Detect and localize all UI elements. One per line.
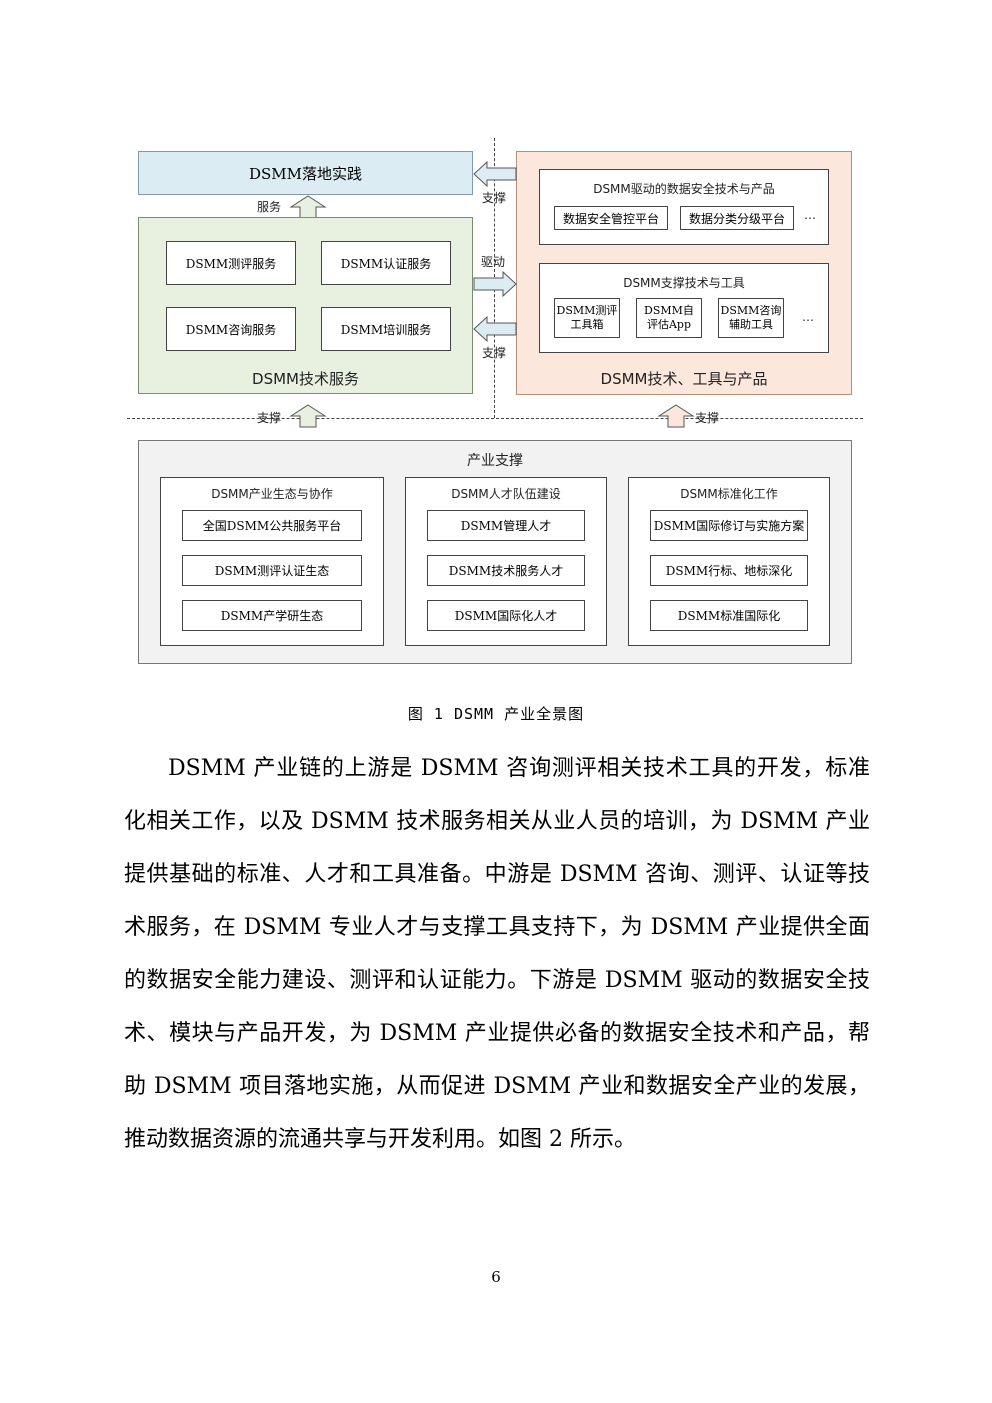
industry-column: DSMM产业生态与协作 全国DSMM公共服务平台 DSMM测评认证生态 DSMM… <box>160 477 384 646</box>
product-item: 数据安全管控平台 <box>554 206 668 230</box>
more-ellipsis: … <box>804 208 816 222</box>
left-arrow-icon <box>473 316 517 342</box>
column-item: DSMM测评认证生态 <box>182 555 362 586</box>
tool-item: DSMM咨询 辅助工具 <box>718 298 784 338</box>
support-label: 支撑 <box>482 191 507 205</box>
service-item: DSMM认证服务 <box>321 241 451 285</box>
tech-services-title: DSMM技术服务 <box>252 370 359 388</box>
service-item: DSMM测评服务 <box>166 241 296 285</box>
support-label: 支撑 <box>257 411 282 425</box>
industry-column: DSMM人才队伍建设 DSMM管理人才 DSMM技术服务人才 DSMM国际化人才 <box>405 477 607 646</box>
industry-title: 产业支撑 <box>467 453 523 469</box>
driven-products-title: DSMM驱动的数据安全技术与产品 <box>593 182 775 196</box>
practice-box: DSMM落地实践 <box>138 151 473 195</box>
drive-label: 驱动 <box>481 255 506 269</box>
column-title: DSMM标准化工作 <box>680 487 778 501</box>
tech-tools-title: DSMM技术、工具与产品 <box>600 370 768 388</box>
support-label: 支撑 <box>482 346 507 360</box>
column-item: DSMM产学研生态 <box>182 600 362 631</box>
driven-products-box: DSMM驱动的数据安全技术与产品 数据安全管控平台 数据分类分级平台 … <box>539 169 829 245</box>
column-item: DSMM技术服务人才 <box>427 555 585 586</box>
product-item: 数据分类分级平台 <box>680 206 794 230</box>
column-item: DSMM国际化人才 <box>427 600 585 631</box>
body-paragraph: DSMM 产业链的上游是 DSMM 咨询测评相关技术工具的开发，标准化相关工作，… <box>124 742 870 1166</box>
industry-support-box: 产业支撑 DSMM产业生态与协作 全国DSMM公共服务平台 DSMM测评认证生态… <box>138 440 852 664</box>
paragraph-text: DSMM 产业链的上游是 DSMM 咨询测评相关技术工具的开发，标准化相关工作，… <box>124 756 870 1152</box>
column-item: DSMM管理人才 <box>427 510 585 541</box>
support-label: 支撑 <box>695 411 720 425</box>
up-arrow-icon <box>289 195 327 219</box>
tool-item: DSMM测评 工具箱 <box>554 298 620 338</box>
tech-tools-box: DSMM驱动的数据安全技术与产品 数据安全管控平台 数据分类分级平台 … DSM… <box>516 151 852 395</box>
right-arrow-icon <box>473 271 517 297</box>
column-item: 全国DSMM公共服务平台 <box>182 510 362 541</box>
industry-column: DSMM标准化工作 DSMM国际修订与实施方案 DSMM行标、地标深化 DSMM… <box>628 477 830 646</box>
service-item: DSMM咨询服务 <box>166 307 296 351</box>
column-title: DSMM产业生态与协作 <box>211 487 333 501</box>
column-item: DSMM国际修订与实施方案 <box>650 510 808 541</box>
tech-services-box: DSMM测评服务 DSMM认证服务 DSMM咨询服务 DSMM培训服务 DSMM… <box>138 217 473 394</box>
tool-item: DSMM自 评估App <box>636 298 702 338</box>
service-item: DSMM培训服务 <box>321 307 451 351</box>
support-tools-box: DSMM支撑技术与工具 DSMM测评 工具箱 DSMM自 评估App DSMM咨… <box>539 263 829 353</box>
up-arrow-icon <box>657 404 695 428</box>
up-arrow-icon <box>289 404 327 428</box>
left-arrow-icon <box>473 161 517 187</box>
column-title: DSMM人才队伍建设 <box>451 487 561 501</box>
support-tools-title: DSMM支撑技术与工具 <box>623 276 745 290</box>
more-ellipsis: … <box>802 310 814 324</box>
service-arrow-label: 服务 <box>257 200 282 214</box>
figure-caption: 图 1 DSMM 产业全景图 <box>407 705 585 723</box>
page-number: 6 <box>491 1268 501 1286</box>
horizontal-divider <box>127 418 863 419</box>
column-item: DSMM行标、地标深化 <box>650 555 808 586</box>
practice-label: DSMM落地实践 <box>248 164 363 183</box>
column-item: DSMM标准国际化 <box>650 600 808 631</box>
